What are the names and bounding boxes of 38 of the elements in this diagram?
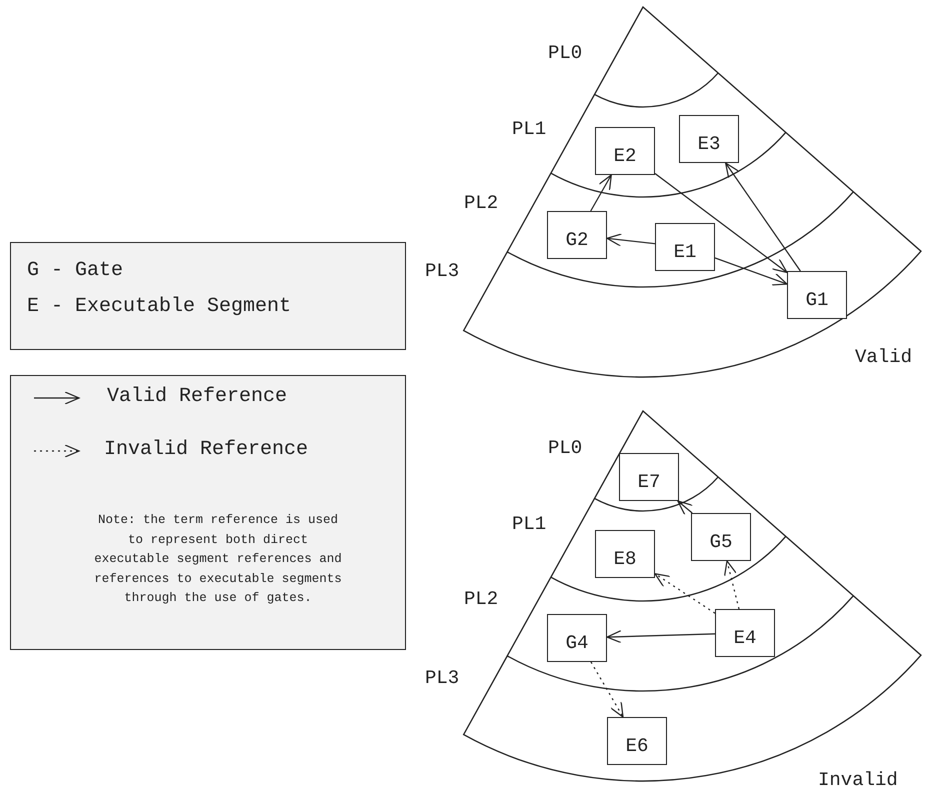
ring-label: PL0 xyxy=(548,437,582,459)
arrow xyxy=(654,173,788,274)
ring-label: PL0 xyxy=(548,42,582,64)
segment-box: E4 xyxy=(715,609,775,657)
ring-label: PL1 xyxy=(512,118,546,140)
arrow xyxy=(606,630,716,644)
arrow xyxy=(725,162,801,272)
segment-box: E6 xyxy=(607,717,667,765)
arrow xyxy=(724,560,740,610)
segment-box: G5 xyxy=(691,513,751,561)
arrow xyxy=(606,233,656,246)
arrow xyxy=(677,500,693,516)
ring-label: PL3 xyxy=(425,260,460,282)
segment-box: G4 xyxy=(547,614,607,662)
key-text: G - Gate xyxy=(27,259,124,282)
segment-box: E3 xyxy=(679,115,739,163)
note-text: Note: the term reference is used to represent both direct executable segment references and references to executable segments through the use of gates. xyxy=(93,512,343,607)
segment-box: E2 xyxy=(595,127,655,175)
ring-label: Valid xyxy=(855,346,912,368)
ring-label: PL2 xyxy=(464,192,498,214)
key-text: E - Executable Segment xyxy=(27,295,292,318)
segment-box: E8 xyxy=(595,530,655,578)
segment-box: E1 xyxy=(655,223,715,271)
ring-label: PL2 xyxy=(464,588,498,610)
segment-box: G1 xyxy=(787,271,847,319)
ring-label: Invalid xyxy=(818,769,898,791)
arrow xyxy=(654,573,716,614)
ring-label: PL3 xyxy=(425,667,460,689)
key-panel xyxy=(10,375,406,650)
arrow xyxy=(590,174,612,212)
segment-box: E7 xyxy=(619,453,679,501)
arrow xyxy=(714,257,788,286)
arrow xyxy=(590,662,624,718)
segment-box: G2 xyxy=(547,211,607,259)
key-panel xyxy=(10,242,406,350)
legend-text: Valid Reference xyxy=(107,385,288,408)
ring-label: PL1 xyxy=(512,513,546,535)
legend-text: Invalid Reference xyxy=(104,438,308,461)
